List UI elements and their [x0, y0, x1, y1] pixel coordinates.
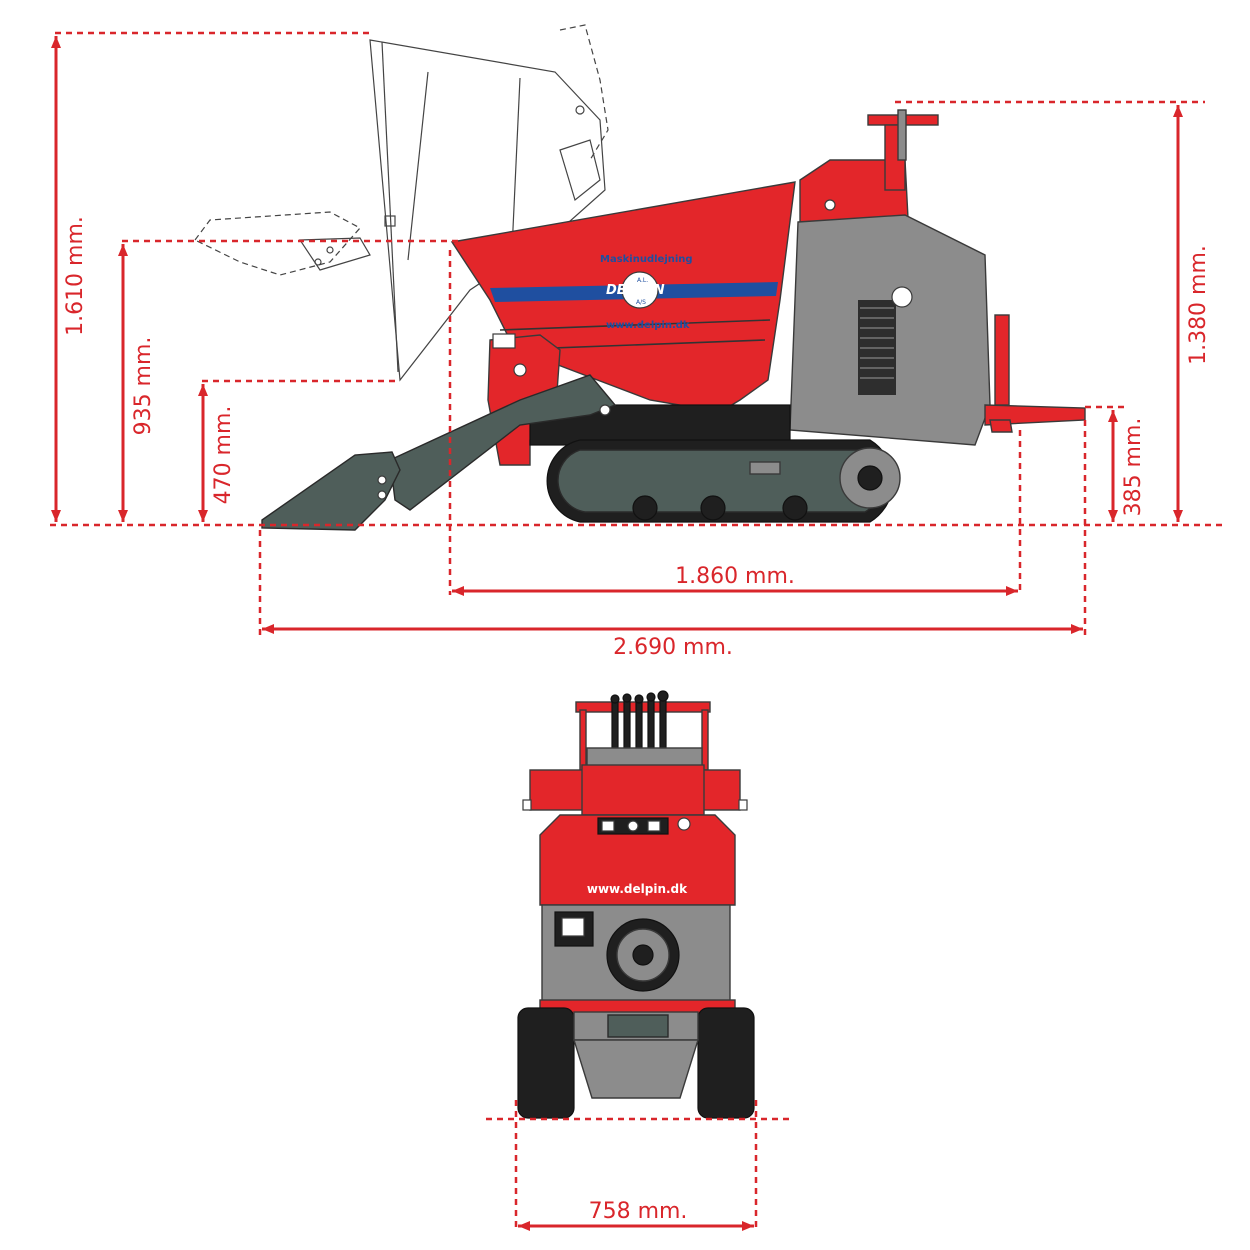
tipped-bucket-ghost — [194, 24, 609, 382]
rear-platform — [984, 404, 1086, 433]
height-385-label: 385 mm. — [1121, 418, 1146, 517]
crawler-track — [529, 404, 901, 523]
bucket-website-text: www.delpin.dk — [606, 320, 690, 331]
front-engine-panel — [539, 904, 736, 1015]
logo-name-text: DEL-PIN — [606, 283, 665, 298]
operator-console — [799, 109, 939, 223]
logo-top-text: A.L. — [637, 277, 648, 284]
side-view: Maskinudlejning A.L. DEL-PIN A/S www.del… — [50, 24, 1225, 660]
arrowheads — [51, 36, 1183, 1231]
length-1860-label: 1.860 mm. — [675, 564, 795, 589]
front-view: www.delpin.dk 758 mm. — [486, 690, 790, 1230]
front-body: www.delpin.dk — [522, 764, 748, 906]
front-tracks — [517, 1007, 755, 1119]
width-758-label: 758 mm. — [589, 1199, 688, 1224]
logo-bottom-text: A/S — [636, 299, 646, 306]
engine-housing — [789, 214, 1010, 446]
bucket-service-text: Maskinudlejning — [600, 254, 693, 265]
length-2690-label: 2.690 mm. — [613, 635, 733, 660]
control-levers — [575, 690, 711, 771]
loader-arm — [261, 374, 617, 531]
height-470-label: 470 mm. — [211, 406, 236, 505]
front-website-text: www.delpin.dk — [587, 882, 688, 896]
height-1380-label: 1.380 mm. — [1186, 245, 1211, 365]
height-935-label: 935 mm. — [131, 337, 156, 436]
height-1610-label: 1.610 mm. — [63, 216, 88, 336]
